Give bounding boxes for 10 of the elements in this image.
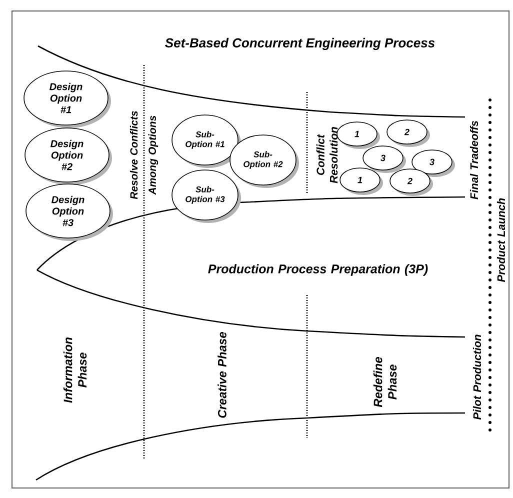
phase-label: Pilot Production	[472, 334, 482, 420]
phase-label: Production Process Preparation (3P)	[208, 264, 428, 276]
phase-label: Resolve Conflicts Among Options	[130, 111, 158, 200]
phase-label: Information Phase	[63, 338, 87, 403]
phase-label: Redefine Phase	[373, 357, 397, 408]
phase-label: Product Launch	[496, 198, 506, 282]
phase-label: Creative Phase	[218, 332, 226, 418]
phase-label: Conflict Resolution	[316, 127, 338, 184]
phase-label: Final Tradeoffs	[470, 120, 478, 200]
title: Set-Based Concurrent Engineering Process	[165, 38, 435, 50]
